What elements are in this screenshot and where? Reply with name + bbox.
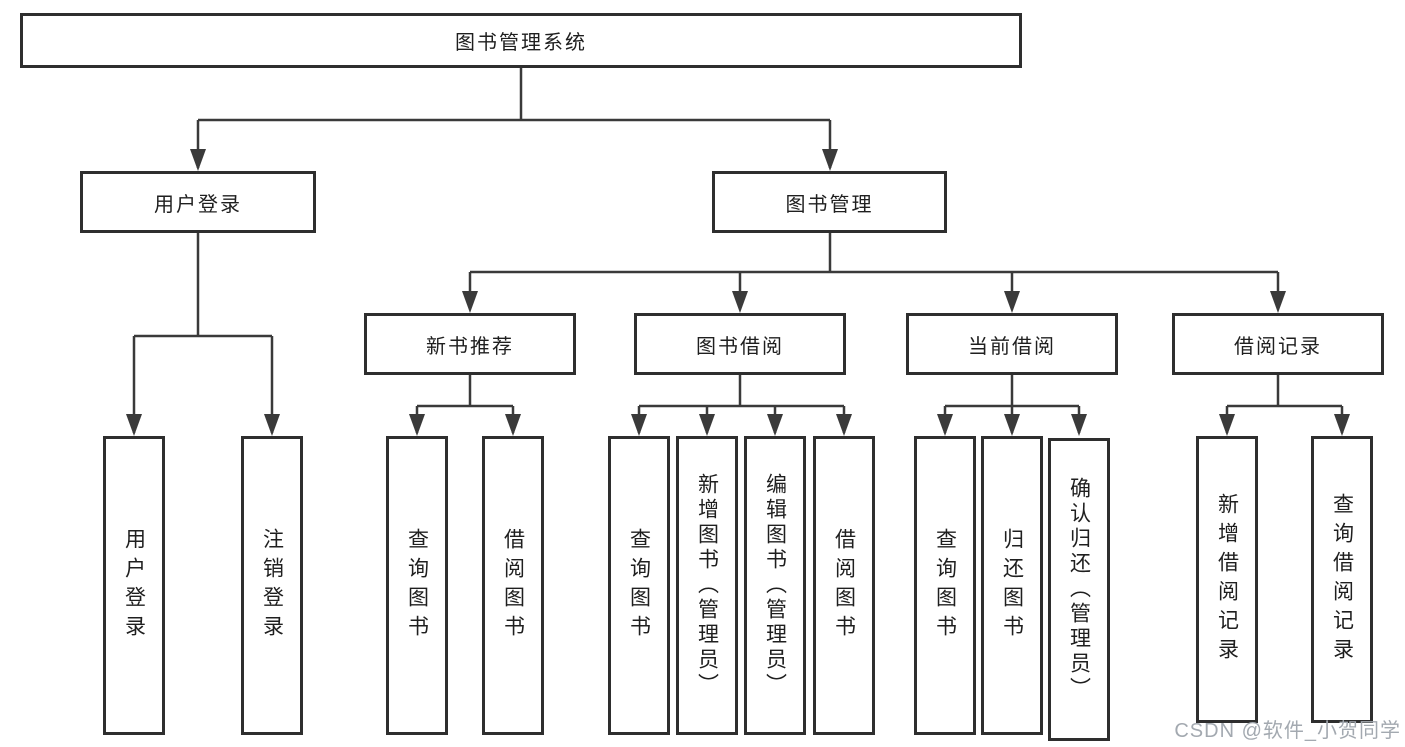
leaf-borrow-books-recommend-label: 借阅图书 xyxy=(501,527,525,644)
leaf-logout: 注销登录 xyxy=(241,436,303,735)
leaf-edit-book-admin-label: 编辑图书（管理员） xyxy=(763,473,787,698)
leaf-confirm-return-admin-label: 确认归还（管理员） xyxy=(1067,477,1091,702)
leaf-query-borrow-record: 查询借阅记录 xyxy=(1311,436,1373,723)
leaf-return-book-label: 归还图书 xyxy=(1000,527,1024,644)
leaf-query-borrow-record-label: 查询借阅记录 xyxy=(1330,492,1354,667)
leaf-add-borrow-record-label: 新增借阅记录 xyxy=(1215,492,1239,667)
leaf-query-books-borrow-label: 查询图书 xyxy=(627,527,651,644)
leaf-query-books-borrow: 查询图书 xyxy=(608,436,670,735)
leaf-borrow-books-label: 借阅图书 xyxy=(832,527,856,644)
leaf-query-books-current: 查询图书 xyxy=(914,436,976,735)
leaf-logout-label: 注销登录 xyxy=(260,527,284,644)
node-new-book-recommend: 新书推荐 xyxy=(364,313,576,375)
leaf-query-books-recommend: 查询图书 xyxy=(386,436,448,735)
leaf-user-login-label: 用户登录 xyxy=(122,527,146,644)
node-book-borrow: 图书借阅 xyxy=(634,313,846,375)
leaf-borrow-books-recommend: 借阅图书 xyxy=(482,436,544,735)
leaf-add-borrow-record: 新增借阅记录 xyxy=(1196,436,1258,723)
arrowheads xyxy=(126,149,1350,436)
leaf-return-book: 归还图书 xyxy=(981,436,1043,735)
leaf-edit-book-admin: 编辑图书（管理员） xyxy=(744,436,806,735)
leaf-add-book-admin: 新增图书（管理员） xyxy=(676,436,738,735)
node-book-management: 图书管理 xyxy=(712,171,947,233)
leaf-user-login: 用户登录 xyxy=(103,436,165,735)
leaf-query-books-current-label: 查询图书 xyxy=(933,527,957,644)
node-borrow-records: 借阅记录 xyxy=(1172,313,1384,375)
leaf-confirm-return-admin: 确认归还（管理员） xyxy=(1048,438,1110,741)
leaf-query-books-recommend-label: 查询图书 xyxy=(405,527,429,644)
leaf-add-book-admin-label: 新增图书（管理员） xyxy=(695,473,719,698)
watermark: CSDN @软件_小贺同学 xyxy=(1174,720,1401,742)
node-root: 图书管理系统 xyxy=(20,13,1022,68)
node-user-login: 用户登录 xyxy=(80,171,316,233)
node-current-borrow: 当前借阅 xyxy=(906,313,1118,375)
leaf-borrow-books: 借阅图书 xyxy=(813,436,875,735)
